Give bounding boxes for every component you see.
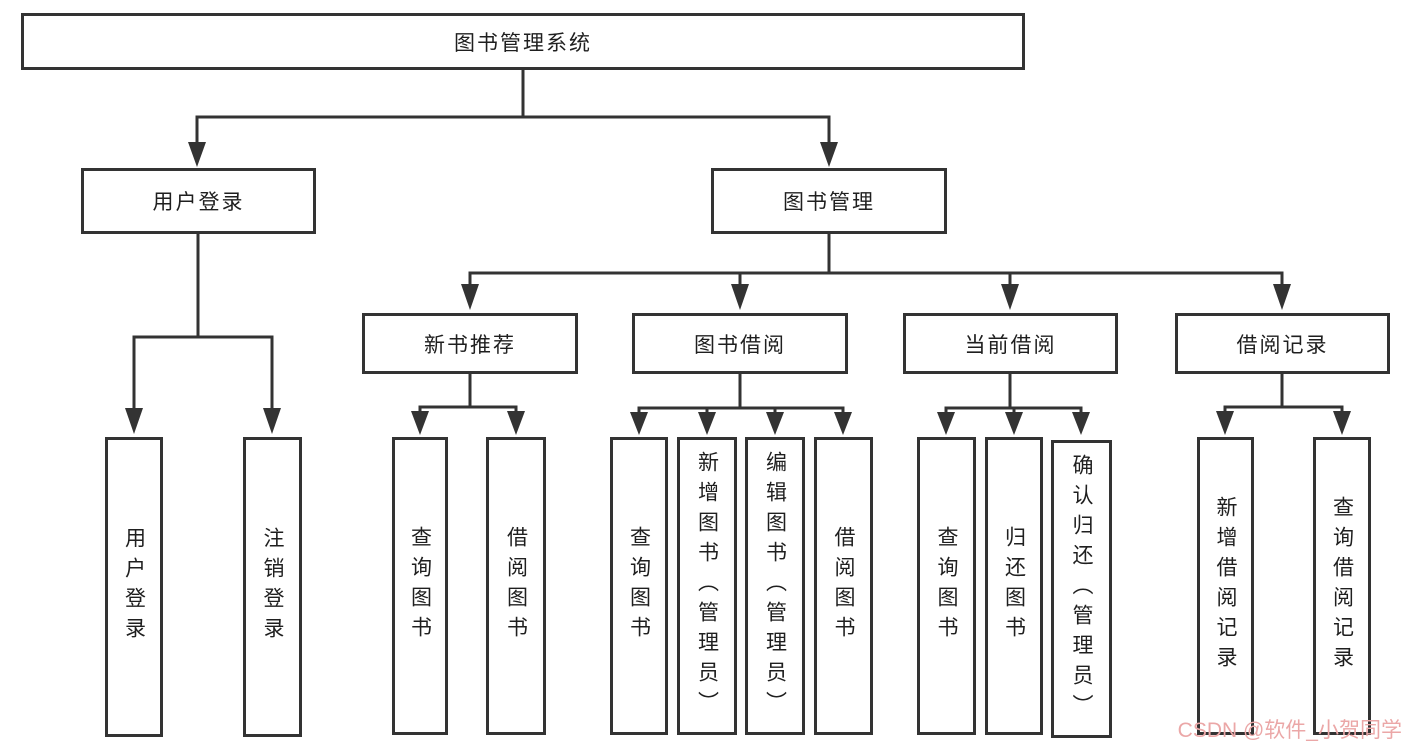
csdn-watermark: CSDN @软件_小贺同学 xyxy=(1177,719,1402,742)
leaf-logout: 注销登录 xyxy=(243,437,302,737)
leaf-query-books-3: 查询图书 xyxy=(917,437,976,735)
leaf-label: 归还图书 xyxy=(1002,526,1026,646)
leaf-label: 借阅图书 xyxy=(504,526,528,646)
leaf-label: 确认归还（管理员） xyxy=(1070,454,1093,724)
arrowhead xyxy=(125,408,143,434)
node-current-borrowing: 当前借阅 xyxy=(903,313,1118,374)
leaf-label: 查询图书 xyxy=(408,526,432,646)
node-new-book-recommendation: 新书推荐 xyxy=(362,313,578,374)
arrowhead xyxy=(1001,284,1019,310)
node-book-management: 图书管理 xyxy=(711,168,947,234)
leaf-label: 借阅图书 xyxy=(832,526,855,646)
arrowhead xyxy=(507,411,525,435)
leaf-borrow-books-2: 借阅图书 xyxy=(814,437,873,735)
leaf-label: 用户登录 xyxy=(122,527,146,647)
arrowhead xyxy=(731,284,749,310)
leaf-edit-books-admin: 编辑图书（管理员） xyxy=(745,437,805,735)
connector xyxy=(468,271,1284,286)
arrowhead xyxy=(834,412,852,435)
arrowhead xyxy=(1273,284,1291,310)
connector xyxy=(1223,405,1344,413)
connector xyxy=(418,405,518,413)
connector xyxy=(637,406,845,414)
leaf-add-borrow-record: 新增借阅记录 xyxy=(1197,437,1254,735)
leaf-label: 查询图书 xyxy=(935,526,958,646)
node-borrowing-records: 借阅记录 xyxy=(1175,313,1390,374)
arrowhead xyxy=(1333,411,1351,435)
arrowhead xyxy=(937,412,955,435)
arrowhead xyxy=(820,142,838,167)
node-root-system: 图书管理系统 xyxy=(21,13,1025,70)
node-user-login: 用户登录 xyxy=(81,168,316,234)
arrowhead xyxy=(1072,412,1090,435)
arrowhead xyxy=(188,142,206,167)
arrowhead xyxy=(411,411,429,435)
leaf-label: 查询图书 xyxy=(627,526,651,646)
arrowhead xyxy=(1005,412,1023,435)
arrowhead xyxy=(461,284,479,310)
leaf-query-borrow-record: 查询借阅记录 xyxy=(1313,437,1371,735)
leaf-query-books-2: 查询图书 xyxy=(610,437,668,735)
node-book-borrowing: 图书借阅 xyxy=(632,313,848,374)
arrowhead xyxy=(766,412,784,435)
leaf-label: 新增图书（管理员） xyxy=(695,451,719,721)
leaf-label: 新增借阅记录 xyxy=(1214,496,1237,676)
arrowhead xyxy=(263,408,281,434)
leaf-query-books-1: 查询图书 xyxy=(392,437,448,735)
leaf-return-books: 归还图书 xyxy=(985,437,1043,735)
arrowhead xyxy=(698,412,716,435)
leaf-add-books-admin: 新增图书（管理员） xyxy=(677,437,737,735)
leaf-label: 查询借阅记录 xyxy=(1330,496,1354,676)
arrowhead xyxy=(1216,411,1234,435)
connector xyxy=(132,335,274,410)
leaf-label: 注销登录 xyxy=(261,527,284,647)
leaf-confirm-return-admin: 确认归还（管理员） xyxy=(1051,440,1112,738)
leaf-label: 编辑图书（管理员） xyxy=(763,451,787,721)
arrowhead xyxy=(630,412,648,435)
leaf-borrow-books-1: 借阅图书 xyxy=(486,437,546,735)
connector xyxy=(195,115,831,144)
leaf-user-login: 用户登录 xyxy=(105,437,163,737)
